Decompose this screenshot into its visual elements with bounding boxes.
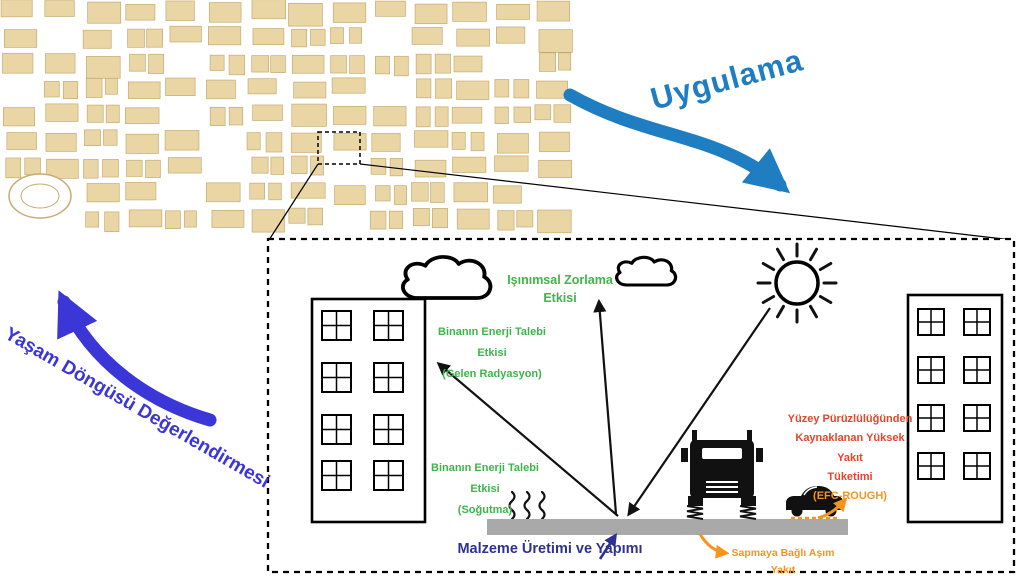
lifecycle-arrow — [57, 290, 217, 427]
label-deflection-fuel: Sapmaya Bağlı Aşım Yakıt Tüketimi (EFC-D… — [718, 545, 848, 576]
label-line: Binanın Enerji Talebi Etkisi — [438, 326, 546, 359]
label-materials-production: Malzeme Üretimi ve Yapımı — [455, 541, 645, 557]
spring-icons — [686, 505, 757, 520]
map-inset-rectangle — [317, 131, 361, 165]
road-surface — [487, 519, 848, 535]
label-line: Sapmaya Bağlı Aşım Yakıt — [731, 547, 835, 576]
cloud-small-icon — [615, 255, 678, 287]
label-line: Yüzey Pürüzlülüğünden — [787, 413, 913, 425]
solar-radiation-arrow — [627, 307, 771, 517]
label-line: Kaynaklanan Yüksek Yakıt — [795, 432, 905, 464]
label-line: Tüketimi — [827, 470, 873, 483]
label-surface-roughness: Yüzey Pürüzlülüğünden Kaynaklanan Yüksek… — [786, 410, 914, 506]
label-radiative-forcing: Işınımsal Zorlama Etkisi — [493, 271, 627, 307]
label-line: (Gelen Radyasyon) — [442, 367, 542, 380]
sun-rays-icon — [756, 242, 838, 324]
inset-connector-left — [268, 163, 319, 241]
roughness-arrow — [817, 497, 848, 520]
left-building-icon — [310, 297, 427, 524]
deflection-arrow — [698, 533, 730, 559]
application-arrow — [563, 88, 791, 194]
label-line: Malzeme Üretimi ve Yapımı — [457, 541, 643, 557]
materials-arrow — [598, 532, 617, 560]
city-map — [0, 0, 573, 234]
label-line: Binanın Enerji Talebi Etkisi — [431, 462, 539, 495]
truck-icon — [681, 430, 763, 520]
label-energy-demand-cooling: Binanın Enerji Talebi Etkisi (Soğutma) — [420, 458, 550, 521]
sun-icon — [774, 260, 820, 306]
label-line: (Soğutma) — [457, 503, 513, 516]
heat-waves-icon — [508, 490, 546, 521]
label-line: Etkisi — [543, 291, 577, 306]
map-park-oval-inner — [20, 183, 60, 209]
reflected-to-building-arrow — [436, 362, 619, 517]
label-line: (EFC-ROUGH) — [813, 490, 887, 502]
cloud-large-icon — [400, 255, 493, 300]
right-building-icon — [906, 293, 1004, 524]
inset-connector-right — [359, 163, 1013, 241]
outgoing-radiation-arrow — [593, 298, 618, 515]
label-line: Işınımsal Zorlama — [507, 273, 613, 287]
label-energy-demand-radiation: Binanın Enerji Talebi Etkisi (Gelen Rady… — [425, 322, 559, 385]
